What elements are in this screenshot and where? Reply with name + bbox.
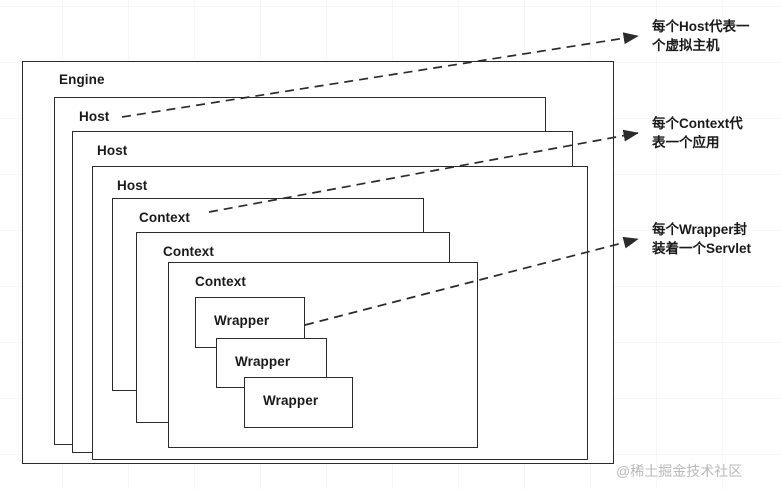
context-label-2: Context — [163, 244, 214, 259]
wrapper-label-2: Wrapper — [235, 354, 291, 369]
annotation-host: 每个Host代表一 个虚拟主机 — [652, 17, 750, 55]
annotation-wrapper-line2: 装着一个Servlet — [652, 241, 752, 256]
annotation-host-line2: 个虚拟主机 — [652, 38, 720, 53]
wrapper-label-1: Wrapper — [214, 313, 270, 328]
annotation-host-line1: 每个Host代表一 — [652, 19, 750, 34]
annotation-context-line1: 每个Context代 — [652, 116, 743, 131]
host-label-2: Host — [97, 143, 128, 158]
watermark: @稀土掘金技术社区 — [616, 463, 743, 479]
host-label-3: Host — [117, 178, 148, 193]
annotation-context: 每个Context代 表一个应用 — [652, 114, 743, 152]
context-label-1: Context — [139, 210, 190, 225]
wrapper-label-3: Wrapper — [263, 393, 319, 408]
wrapper-box-3: Wrapper — [244, 377, 353, 428]
annotation-wrapper-line1: 每个Wrapper封 — [652, 222, 748, 237]
annotation-context-line2: 表一个应用 — [652, 135, 720, 150]
context-label-3: Context — [195, 274, 246, 289]
annotation-wrapper: 每个Wrapper封 装着一个Servlet — [652, 220, 751, 258]
engine-label: Engine — [59, 72, 105, 87]
host-label-1: Host — [79, 109, 110, 124]
